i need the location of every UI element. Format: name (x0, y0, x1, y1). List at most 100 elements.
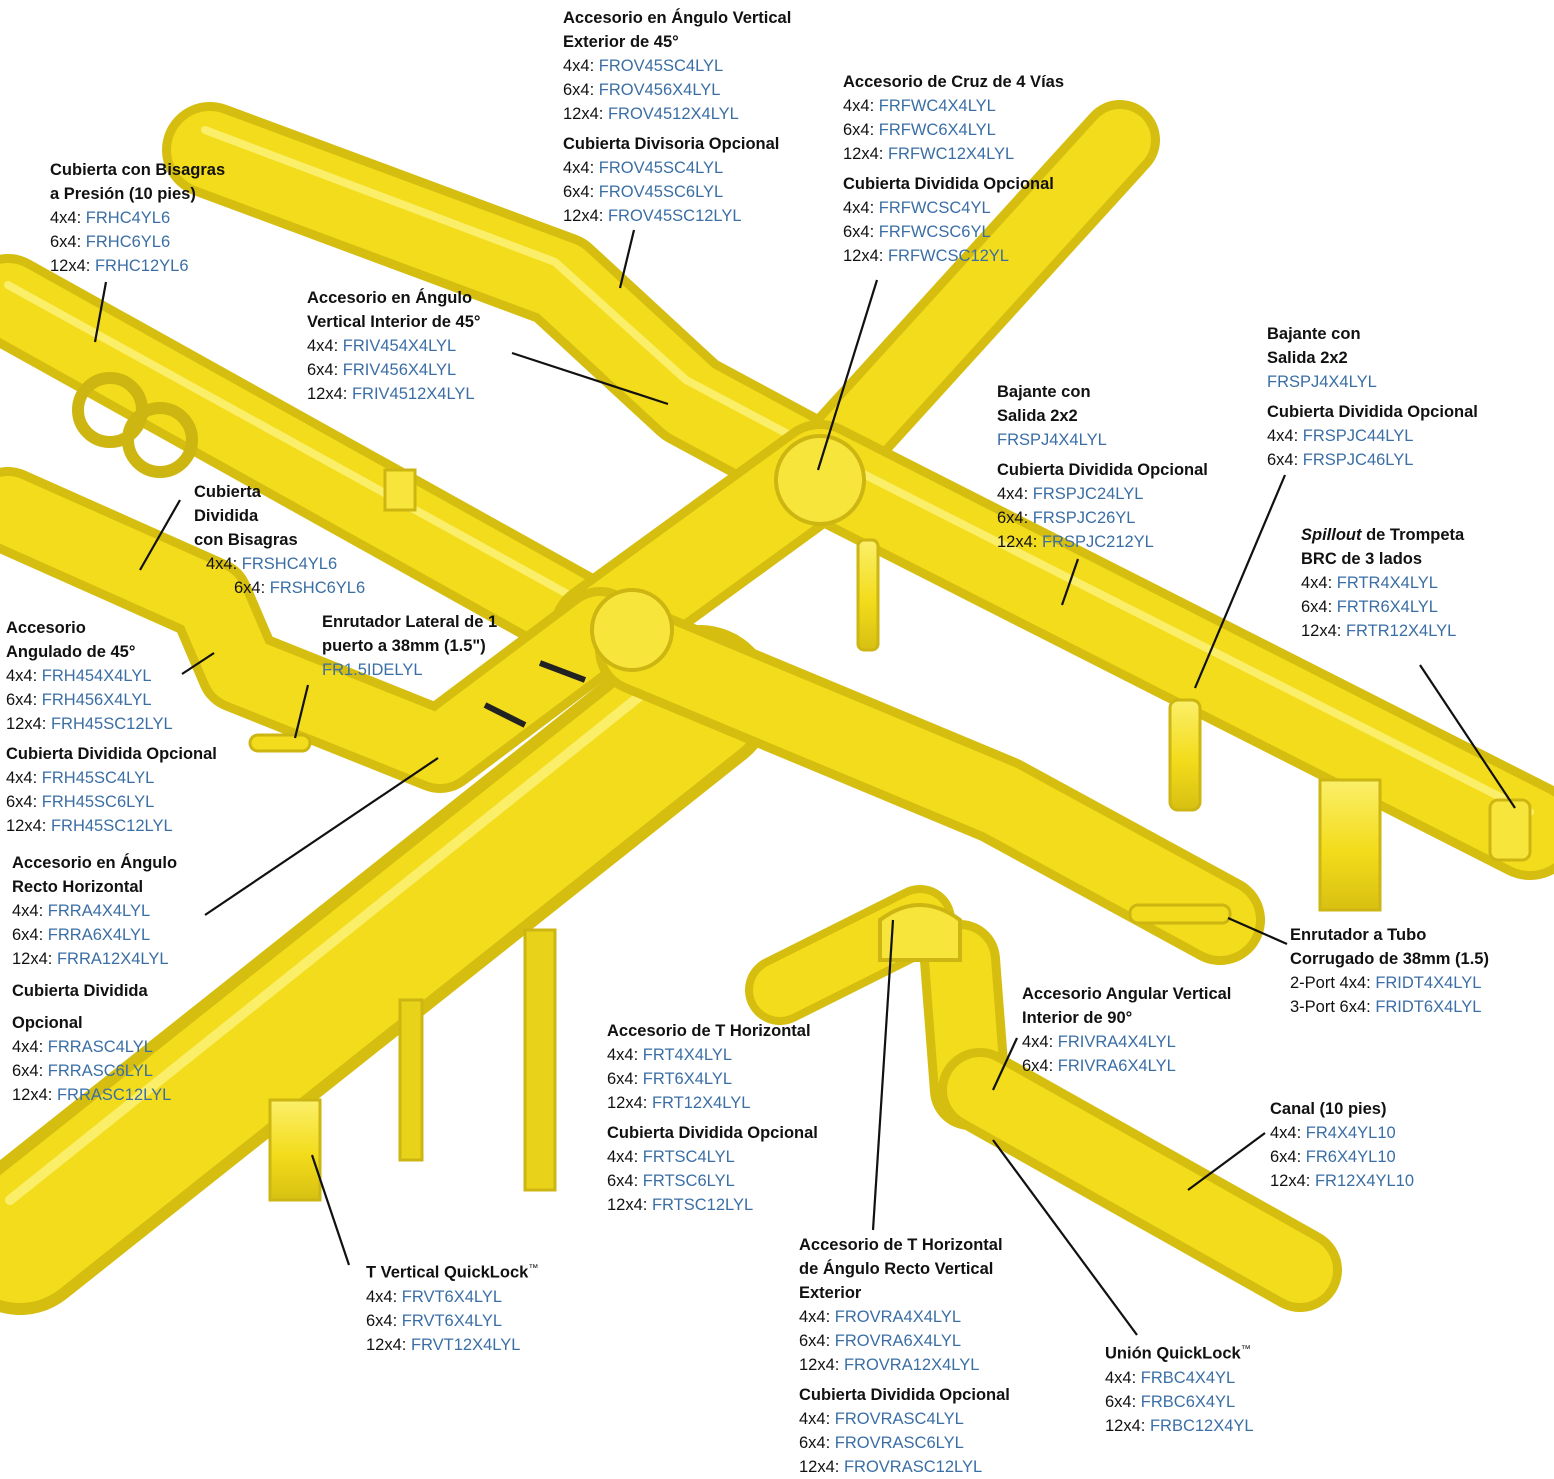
tray-run-top-right (780, 100, 1160, 510)
part-row: 12x4: FRTSC12LYL (607, 1193, 818, 1217)
spillout-drop-mid (856, 538, 880, 652)
part-row: 12x4: FRHC12YL6 (50, 254, 225, 278)
part-number: FROV45SC12LYL (607, 207, 742, 225)
part-number: FRFWCSC12YL (887, 247, 1009, 265)
size-label: 6x4: (234, 579, 266, 597)
part-row: 4x4: FRT4X4LYL (607, 1043, 818, 1067)
part-number: FRFWC12X4LYL (887, 145, 1015, 163)
callout-title: Exterior de 45° (563, 33, 679, 51)
size-label: 6x4: (607, 1070, 639, 1088)
leader-frovra (871, 919, 895, 1231)
callout-lateral-router: Enrutador Lateral de 1 puerto a 38mm (1.… (322, 610, 497, 682)
tee-fitting (878, 903, 962, 962)
size-label: 6x4: (563, 183, 595, 201)
strap (538, 660, 587, 683)
size-label: 12x4: (563, 207, 604, 225)
part-row: 12x4: FRRASC12LYL (12, 1083, 177, 1107)
part-row: 3-Port 6x4: FRIDT6X4LYL (1290, 995, 1489, 1019)
part-number: FRH45SC12LYL (50, 715, 173, 733)
size-label: 4x4: (607, 1046, 639, 1064)
four-way-cross-fitting (774, 434, 866, 526)
part-number: FRRASC12LYL (56, 1086, 172, 1104)
part-number: FRVT6X4LYL (401, 1311, 503, 1330)
part-number: FRTR6X4LYL (1336, 598, 1438, 616)
size-label: 4x4: (1022, 1033, 1054, 1051)
callout-snap-hinged-cover: Cubierta con Bisagras a Presión (10 pies… (50, 158, 225, 278)
part-number: FR6X4YL10 (1305, 1148, 1396, 1166)
callout-title: Salida 2x2 (997, 407, 1078, 425)
leader-fridt (1227, 916, 1288, 946)
title-italic: Spillout (1301, 526, 1362, 544)
part-row: 12x4: FRH45SC12LYL (6, 712, 217, 736)
part-row: 4x4: FRH454X4LYL (6, 664, 217, 688)
corrugated-tube-router (1128, 903, 1232, 925)
callout-title: Enrutador Lateral de 1 (322, 613, 498, 631)
title-text: Unión QuickLock (1105, 1344, 1241, 1363)
leader-frh45 (181, 652, 215, 675)
callout-title: Spillout de Trompeta (1301, 523, 1464, 547)
size-label: 6x4: (6, 691, 38, 709)
part-row: 4x4: FRRA4X4LYL (12, 899, 177, 923)
lateral-port-router (248, 733, 312, 753)
size-label: 6x4: (1270, 1148, 1302, 1166)
hinged-cover-clip (122, 402, 198, 478)
size-label: 6x4: (799, 1332, 831, 1350)
part-number: FRFWCSC4YL (878, 199, 991, 217)
size-label: 12x4: (607, 1094, 648, 1112)
part-row: 12x4: FRRA12X4LYL (12, 947, 177, 971)
size-label: 6x4: (366, 1311, 398, 1330)
size-label: 12x4: (12, 950, 53, 968)
part-number: FROV456X4LYL (598, 81, 721, 99)
vertical-tee-c (523, 928, 557, 1192)
callout-title: Interior de 90° (1022, 1009, 1133, 1027)
part-number: FROV4512X4LYL (607, 105, 739, 123)
part-number: FRRASC6LYL (47, 1062, 153, 1080)
leader-frspj-mid (1060, 558, 1080, 606)
part-row: 4x4: FRH45SC4LYL (6, 766, 217, 790)
part-row: 6x4: FRH45SC6LYL (6, 790, 217, 814)
part-number: FROV45SC6LYL (598, 183, 724, 201)
fittings (72, 372, 1532, 1202)
leader-frfwc (816, 279, 879, 471)
size-label: 6x4: (1022, 1057, 1054, 1075)
callout-title: Accesorio Angular Vertical (1022, 985, 1232, 1003)
leader-frcanal (1187, 1132, 1266, 1191)
part-number: FROVRASC4LYL (834, 1410, 964, 1428)
leader-frov45 (618, 229, 636, 289)
part-row: 4x4: FRRASC4LYL (12, 1035, 177, 1059)
size-label: 6x4: (843, 121, 875, 139)
part-number: FR1.5IDELYL (322, 661, 423, 679)
part-row: 4x4: FRIVRA4X4LYL (1022, 1030, 1231, 1054)
part-number: FRT6X4LYL (642, 1070, 733, 1088)
part-row: 6x4: FRFWC6X4LYL (843, 118, 1064, 142)
part-row: 6x4: FRRASC6LYL (12, 1059, 177, 1083)
vertical-tee-a (268, 1098, 322, 1202)
callout-title: Corrugado de 38mm (1.5) (1290, 950, 1489, 968)
leader-lines (93, 229, 1516, 1336)
callout-section: Cubierta Divisoria Opcional (563, 135, 780, 153)
part-number: FRSPJC26YL (1032, 509, 1136, 527)
size-label: 6x4: (12, 926, 44, 944)
size-label: 4x4: (843, 199, 875, 217)
callout-title: Accesorio (6, 619, 86, 637)
part-row: 6x4: FROV456X4LYL (563, 78, 791, 102)
tray-run-tee-branch (595, 605, 1265, 965)
size-label: 4x4: (1105, 1368, 1137, 1387)
part-row: 4x4: FRVT6X4LYL (366, 1285, 538, 1309)
callout-corrugated-tube-router: Enrutador a Tubo Corrugado de 38mm (1.5)… (1290, 923, 1489, 1019)
part-row: 4x4: FROVRA4X4LYL (799, 1305, 1010, 1329)
trademark: ™ (1240, 1344, 1251, 1355)
part-number: FROV45SC4LYL (598, 57, 724, 75)
part-number: FRVT12X4LYL (410, 1335, 521, 1354)
part-number: FRIVRA6X4LYL (1057, 1057, 1176, 1075)
part-number: FROV45SC4LYL (598, 159, 724, 177)
leader-friv45 (511, 351, 669, 406)
callout-title: Salida 2x2 (1267, 349, 1348, 367)
cross-fitting-lower (590, 588, 674, 672)
part-row: 4x4: FRSPJC44LYL (1267, 424, 1478, 448)
title-text: T Vertical QuickLock (366, 1263, 529, 1282)
part-row: 6x4: FRBC6X4YL (1105, 1390, 1254, 1414)
spillout-drop-right (1168, 698, 1202, 812)
part-row: 12x4: FRFWC12X4LYL (843, 142, 1064, 166)
size-label: 4x4: (607, 1148, 639, 1166)
